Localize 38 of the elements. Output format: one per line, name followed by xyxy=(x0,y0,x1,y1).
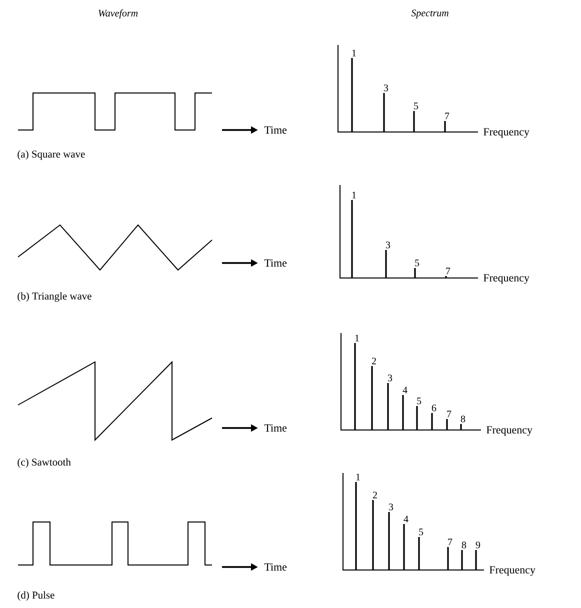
harmonic-number: 3 xyxy=(389,504,394,510)
harmonic-number: 1 xyxy=(352,192,356,198)
panel-caption: (c) Sawtooth xyxy=(18,458,71,468)
harmonic-number: 7 xyxy=(445,112,450,120)
harmonic-number: 2 xyxy=(372,492,377,498)
harmonic-number: 3 xyxy=(384,84,388,92)
harmonic-number: 7 xyxy=(446,268,450,274)
harmonic-number: 5 xyxy=(417,398,422,404)
harmonic-number: 9 xyxy=(476,542,480,548)
harmonic-number: 8 xyxy=(462,542,466,548)
axis-label: Time xyxy=(264,259,287,267)
axis-label: Time xyxy=(264,126,287,134)
harmonic-number: 5 xyxy=(415,260,420,266)
harmonic-number: 5 xyxy=(414,102,418,110)
panel-caption: (d) Pulse xyxy=(18,591,54,601)
harmonic-number: 7 xyxy=(447,410,452,418)
harmonic-number: 1 xyxy=(355,334,359,342)
axis-label: Frequency xyxy=(486,426,532,436)
axis-label: Frequency xyxy=(484,274,530,284)
column-heading: Spectrum xyxy=(411,10,448,18)
axis-label: Time xyxy=(264,424,287,432)
harmonic-number: 1 xyxy=(352,50,356,56)
harmonic-number: 2 xyxy=(372,358,376,364)
harmonic-number: 4 xyxy=(402,386,408,394)
harmonic-number: 6 xyxy=(432,404,436,412)
harmonic-number: 1 xyxy=(356,474,360,480)
harmonic-number: 5 xyxy=(419,528,424,536)
harmonic-number: 8 xyxy=(460,416,466,422)
harmonic-number: 3 xyxy=(388,374,392,382)
panel-caption: (b) Triangle wave xyxy=(18,292,92,302)
harmonic-number: 3 xyxy=(386,242,390,248)
axis-label: Frequency xyxy=(484,128,530,138)
axis-label: Time xyxy=(264,563,287,571)
harmonic-number: 7 xyxy=(448,538,452,546)
panel-caption: (a) Square wave xyxy=(18,150,85,160)
axis-label: Frequency xyxy=(490,566,536,576)
column-heading: Waveform xyxy=(98,9,138,19)
harmonic-number: 4 xyxy=(404,516,408,522)
